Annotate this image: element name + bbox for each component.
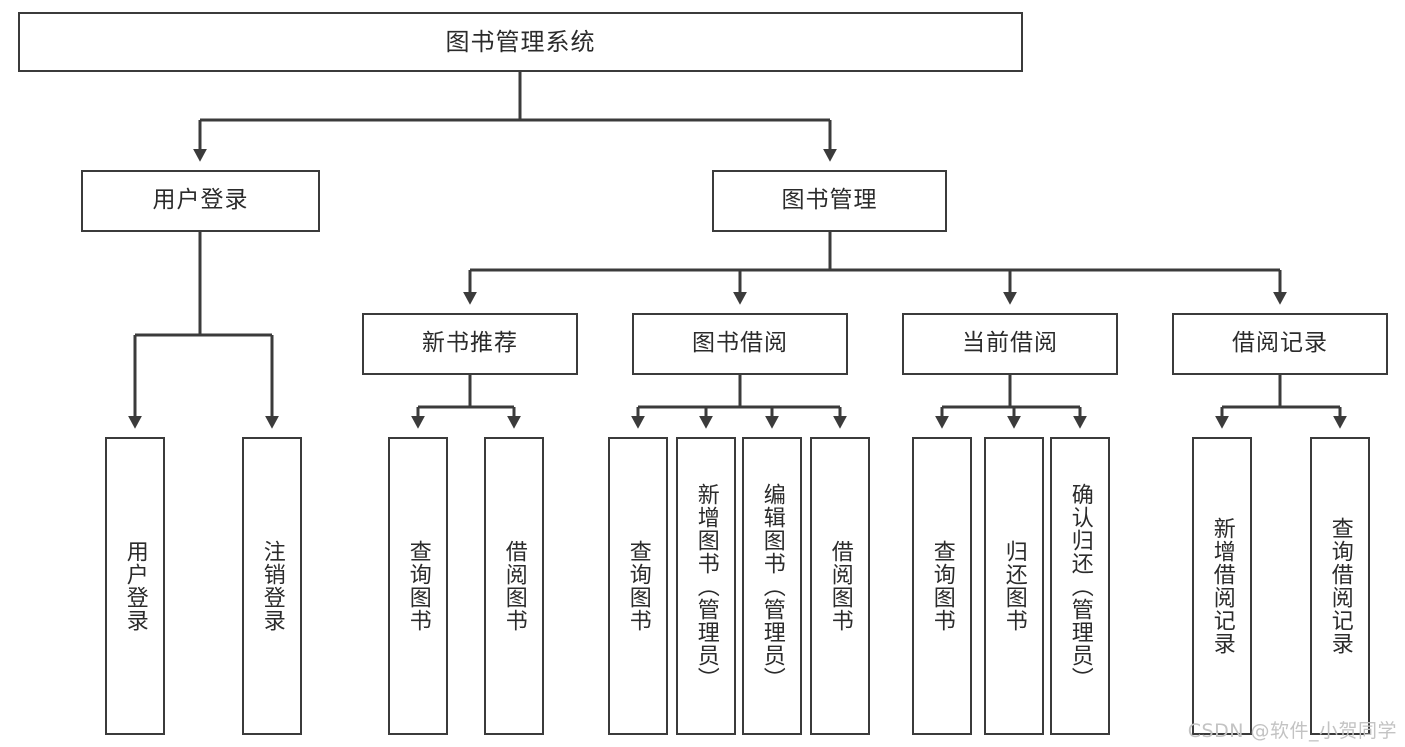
node-label: 借阅图书 xyxy=(827,540,853,632)
node-label: 当前借阅 xyxy=(962,330,1058,357)
node-leaf-user-login[interactable]: 用户登录 xyxy=(105,437,165,735)
node-leaf-borrow-borrow-book[interactable]: 借阅图书 xyxy=(810,437,870,735)
node-leaf-user-logout[interactable]: 注销登录 xyxy=(242,437,302,735)
node-leaf-recommend-borrow-book[interactable]: 借阅图书 xyxy=(484,437,544,735)
connector-lines xyxy=(128,72,1347,429)
node-label: 归还图书 xyxy=(1001,540,1027,632)
node-root[interactable]: 图书管理系统 xyxy=(18,12,1023,72)
node-label: 借阅记录 xyxy=(1232,330,1328,357)
node-label: 用户登录 xyxy=(152,187,249,214)
node-leaf-record-add[interactable]: 新增借阅记录 xyxy=(1192,437,1252,735)
node-book-borrow[interactable]: 图书借阅 xyxy=(632,313,848,375)
node-label: 新书推荐 xyxy=(422,330,518,357)
node-label: 新增图书（管理员） xyxy=(693,482,719,690)
node-leaf-borrow-add-book[interactable]: 新增图书（管理员） xyxy=(676,437,736,735)
node-leaf-current-return-book[interactable]: 归还图书 xyxy=(984,437,1044,735)
node-leaf-recommend-query-book[interactable]: 查询图书 xyxy=(388,437,448,735)
node-label: 注销登录 xyxy=(259,540,285,632)
node-leaf-current-query-book[interactable]: 查询图书 xyxy=(912,437,972,735)
node-label: 编辑图书（管理员） xyxy=(759,482,785,690)
node-leaf-current-confirm-return[interactable]: 确认归还（管理员） xyxy=(1050,437,1110,735)
node-label: 新增借阅记录 xyxy=(1209,517,1235,655)
node-leaf-borrow-edit-book[interactable]: 编辑图书（管理员） xyxy=(742,437,802,735)
node-leaf-record-query[interactable]: 查询借阅记录 xyxy=(1310,437,1370,735)
node-label: 查询图书 xyxy=(929,540,955,632)
node-label: 查询图书 xyxy=(405,540,431,632)
node-leaf-borrow-query-book[interactable]: 查询图书 xyxy=(608,437,668,735)
node-label: 确认归还（管理员） xyxy=(1067,482,1093,690)
node-label: 借阅图书 xyxy=(501,540,527,632)
node-current-borrow[interactable]: 当前借阅 xyxy=(902,313,1118,375)
node-label: 用户登录 xyxy=(122,540,148,632)
node-user-login[interactable]: 用户登录 xyxy=(81,170,320,232)
node-label: 图书管理 xyxy=(781,187,878,214)
node-label: 图书借阅 xyxy=(692,330,788,357)
node-borrow-record[interactable]: 借阅记录 xyxy=(1172,313,1388,375)
node-label: 查询借阅记录 xyxy=(1327,517,1353,655)
node-book-manage[interactable]: 图书管理 xyxy=(712,170,947,232)
node-label: 查询图书 xyxy=(625,540,651,632)
node-new-book-recommend[interactable]: 新书推荐 xyxy=(362,313,578,375)
node-label: 图书管理系统 xyxy=(445,27,596,56)
